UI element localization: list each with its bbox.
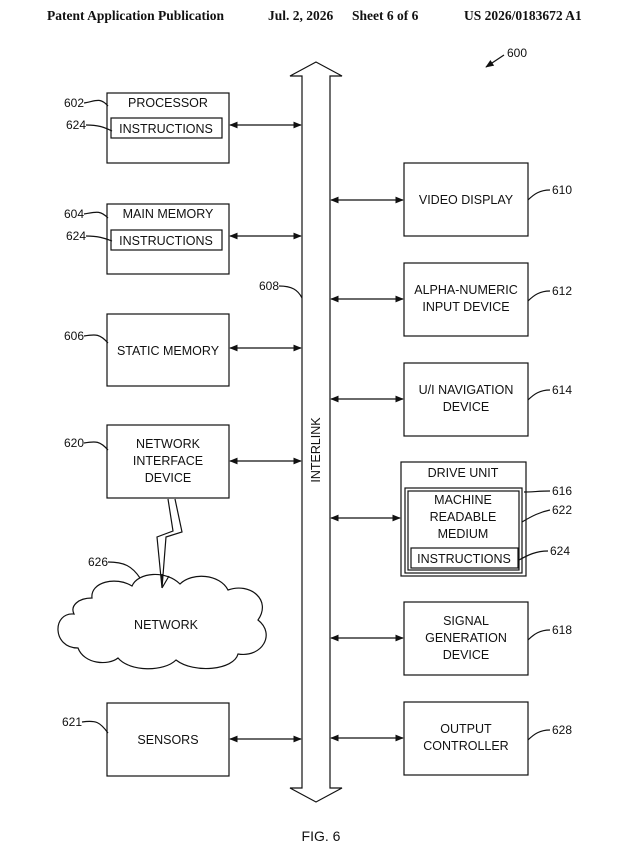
processor-label: PROCESSOR <box>128 96 208 110</box>
signal-generation-ref: 618 <box>552 623 572 637</box>
network-interface-label-line3: DEVICE <box>145 471 192 485</box>
main-memory-label: MAIN MEMORY <box>123 207 214 221</box>
alpha-numeric-label-line2: INPUT DEVICE <box>422 300 509 314</box>
ui-navigation-label-line1: U/I NAVIGATION <box>419 383 514 397</box>
ui-navigation-label-line2: DEVICE <box>443 400 490 414</box>
drive-unit-label: DRIVE UNIT <box>428 466 499 480</box>
main-memory-instructions-label: INSTRUCTIONS <box>119 234 213 248</box>
figure-ref-arrow <box>486 55 504 67</box>
output-controller-label-line2: CONTROLLER <box>423 739 508 753</box>
output-controller-ref: 628 <box>552 723 572 737</box>
drive-unit-ref: 616 <box>552 484 572 498</box>
static-memory-ref: 606 <box>64 329 84 343</box>
drive-unit-instructions-ref: 624 <box>550 544 570 558</box>
alpha-numeric-ref: 612 <box>552 284 572 298</box>
signal-generation-label-line3: DEVICE <box>443 648 490 662</box>
video-display-ref: 610 <box>552 183 572 197</box>
machine-readable-label-line1: MACHINE <box>434 493 492 507</box>
main-memory-ref: 604 <box>64 207 84 221</box>
machine-readable-medium-ref: 622 <box>552 503 572 517</box>
figure-ref-number: 600 <box>507 46 527 60</box>
main-memory-instructions-ref: 624 <box>66 229 86 243</box>
processor-instructions-ref: 624 <box>66 118 86 132</box>
alpha-numeric-label-line1: ALPHA-NUMERIC <box>414 283 518 297</box>
drive-unit-instructions-label: INSTRUCTIONS <box>417 552 511 566</box>
network-interface-label-line2: INTERFACE <box>133 454 203 468</box>
network-label: NETWORK <box>134 618 199 632</box>
lightning-bolt-icon <box>157 499 182 588</box>
network-ref: 626 <box>88 555 108 569</box>
signal-generation-label-line1: SIGNAL <box>443 614 489 628</box>
machine-readable-label-line2: READABLE <box>430 510 497 524</box>
interlink-ref: 608 <box>259 279 279 293</box>
processor-instructions-label: INSTRUCTIONS <box>119 122 213 136</box>
sensors-label: SENSORS <box>137 733 198 747</box>
figure-caption: FIG. 6 <box>302 828 341 844</box>
signal-generation-label-line2: GENERATION <box>425 631 507 645</box>
output-controller-label-line1: OUTPUT <box>440 722 492 736</box>
sensors-ref: 621 <box>62 715 82 729</box>
video-display-label: VIDEO DISPLAY <box>419 193 514 207</box>
interlink-label: INTERLINK <box>309 417 323 483</box>
machine-readable-label-line3: MEDIUM <box>438 527 489 541</box>
processor-ref: 602 <box>64 96 84 110</box>
network-interface-label-line1: NETWORK <box>136 437 201 451</box>
network-interface-ref: 620 <box>64 436 84 450</box>
ui-navigation-ref: 614 <box>552 383 572 397</box>
static-memory-label: STATIC MEMORY <box>117 344 220 358</box>
